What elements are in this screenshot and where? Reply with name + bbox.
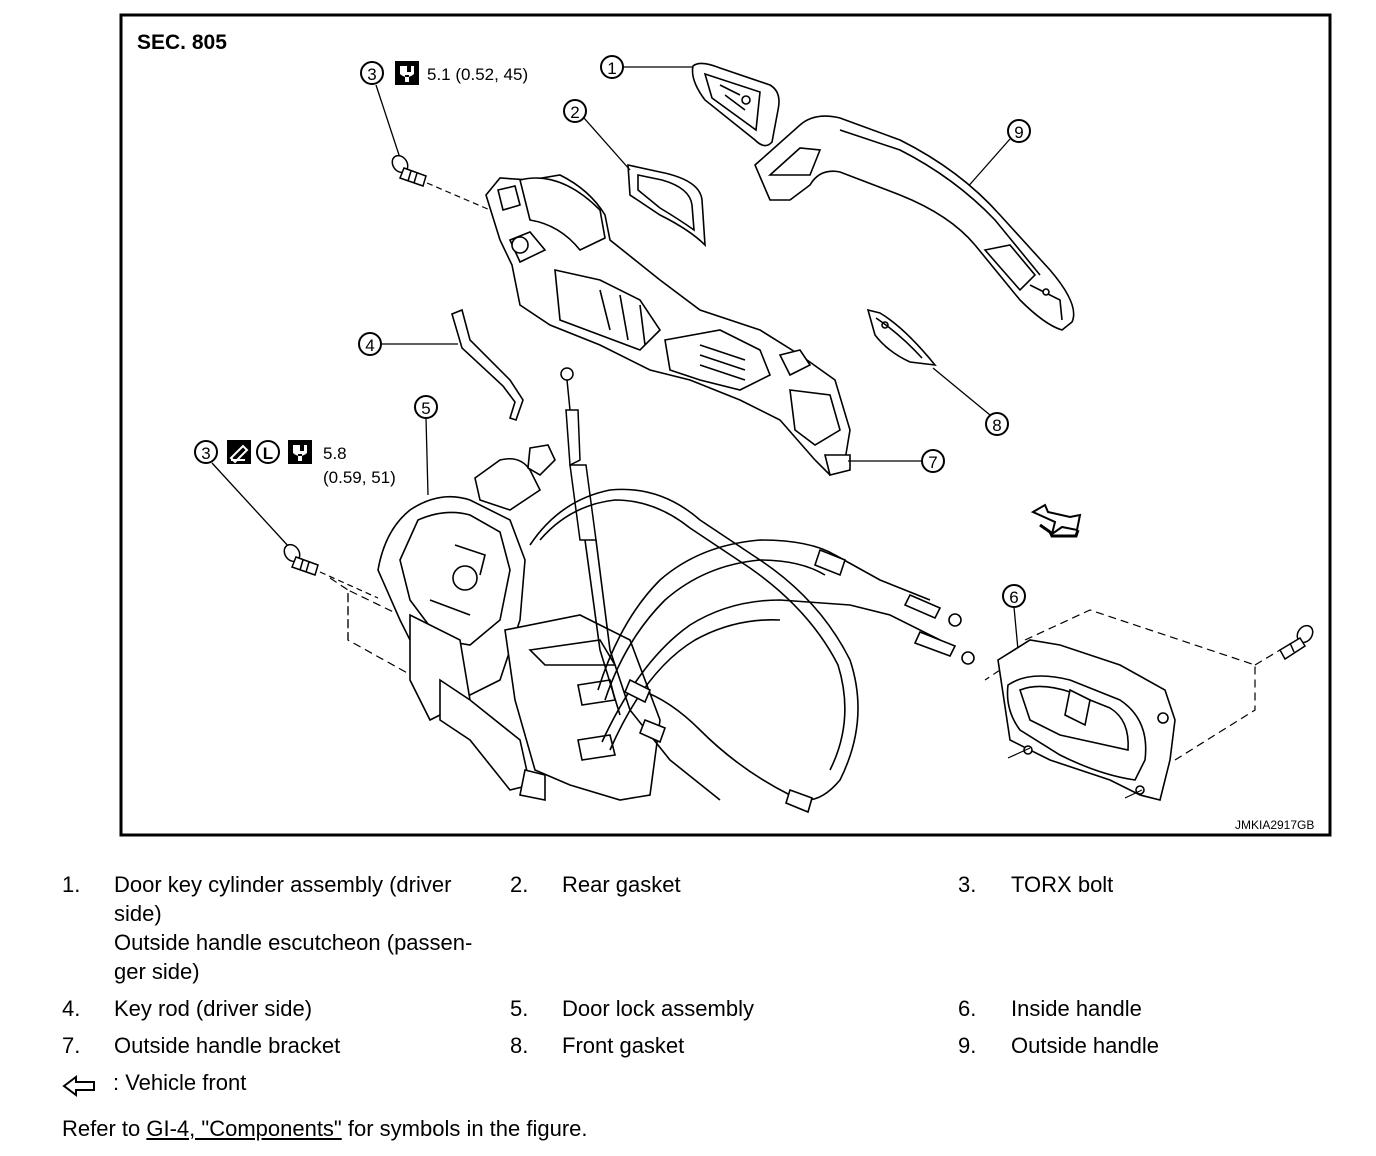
- cables: [529, 488, 975, 814]
- callout-8: 8: [985, 412, 1009, 436]
- outside-handle-part: [754, 115, 1075, 331]
- legend-num-5: 5.: [510, 996, 529, 1021]
- legend-label-1-line3: Outside handle escutcheon (passen-: [114, 930, 473, 955]
- reference-dash-box-right: [984, 609, 1281, 761]
- legend-num-1: 1.: [62, 872, 81, 897]
- svg-text:1: 1: [607, 59, 616, 78]
- outside-handle-bracket-part: [485, 174, 851, 477]
- sealant-icon: [227, 440, 251, 464]
- torque-left-value-1: 5.8: [323, 444, 347, 463]
- svg-text:6: 6: [1009, 588, 1018, 607]
- torx-bolt-top: [391, 154, 427, 187]
- key-rod-part: [451, 308, 524, 422]
- svg-text:5: 5: [421, 399, 430, 418]
- refer-note: Refer to GI-4, "Components" for symbols …: [62, 1114, 588, 1143]
- legend-label-6: Inside handle: [1011, 996, 1142, 1021]
- legend-label-5: Door lock assembly: [562, 996, 754, 1021]
- arrow-left-outline-icon: [62, 1075, 95, 1097]
- legend-num-9: 9.: [958, 1033, 977, 1058]
- torque-top-value: 5.1 (0.52, 45): [427, 65, 528, 84]
- legend-label-9: Outside handle: [1011, 1033, 1159, 1058]
- callout-1: 1: [600, 55, 624, 79]
- components-link[interactable]: GI-4, "Components": [146, 1116, 342, 1141]
- legend-label-2: Rear gasket: [562, 872, 681, 897]
- legend-num-2: 2.: [510, 872, 529, 897]
- legend-num-3: 3.: [958, 872, 977, 897]
- vehicle-front-arrow: [1030, 503, 1082, 538]
- torx-bolt-right: [1278, 624, 1314, 661]
- legend-num-6: 6.: [958, 996, 977, 1021]
- legend-label-3: TORX bolt: [1011, 872, 1114, 897]
- legend-label-1-line1: Door key cylinder assembly (driver: [114, 872, 452, 897]
- svg-text:3: 3: [367, 65, 376, 84]
- vehicle-front-label: : Vehicle front: [113, 1070, 247, 1095]
- callout-4: 4: [358, 332, 382, 356]
- svg-text:4: 4: [365, 336, 374, 355]
- legend-label-1-line2: side): [114, 901, 162, 926]
- legend-label-8: Front gasket: [562, 1033, 685, 1058]
- refer-suffix: for symbols in the figure.: [341, 1116, 588, 1141]
- callout-7: 7: [921, 449, 945, 473]
- locking-sealant-icon: L: [256, 440, 280, 464]
- callout-2: 2: [563, 99, 587, 123]
- svg-text:2: 2: [570, 103, 579, 122]
- callout-5: 5: [414, 395, 438, 419]
- torque-wrench-icon: [288, 440, 312, 464]
- legend-label-1-line4: ger side): [114, 959, 200, 984]
- torx-bolt-bottom: [283, 543, 319, 576]
- legend-num-4: 4.: [62, 996, 81, 1021]
- front-gasket-part: [866, 308, 937, 367]
- svg-text:7: 7: [928, 453, 937, 472]
- refer-prefix: Refer to: [62, 1116, 147, 1141]
- section-label: SEC. 805: [137, 31, 227, 54]
- callout-3-bottom: 3: [194, 440, 218, 464]
- svg-text:3: 3: [201, 444, 210, 463]
- door-lock-assembly-part: [377, 444, 661, 801]
- lock-rod-part: [560, 367, 597, 541]
- exploded-diagram: SEC. 805 JMKIA2917GB 3 5.1 (0.52, 45) 1 …: [119, 13, 1332, 837]
- legend-label-4: Key rod (driver side): [114, 996, 313, 1021]
- inside-handle-part: [997, 639, 1176, 801]
- figure-frame: [119, 13, 1332, 837]
- torque-wrench-icon: [395, 61, 419, 85]
- svg-text:L: L: [263, 444, 273, 463]
- callout-3-top: 3: [360, 61, 384, 85]
- callout-9: 9: [1007, 119, 1031, 143]
- reference-dash-box-left: [329, 577, 421, 681]
- rear-gasket-part: [627, 163, 706, 248]
- legend-num-8: 8.: [510, 1033, 529, 1058]
- svg-text:9: 9: [1014, 123, 1023, 142]
- key-cylinder-part: [691, 62, 780, 147]
- callout-6: 6: [1002, 584, 1026, 608]
- legend-num-7: 7.: [62, 1033, 81, 1058]
- svg-text:8: 8: [992, 416, 1001, 435]
- image-code: JMKIA2917GB: [1235, 818, 1314, 832]
- torque-left-value-2: (0.59, 51): [323, 468, 396, 487]
- legend-label-7: Outside handle bracket: [114, 1033, 341, 1058]
